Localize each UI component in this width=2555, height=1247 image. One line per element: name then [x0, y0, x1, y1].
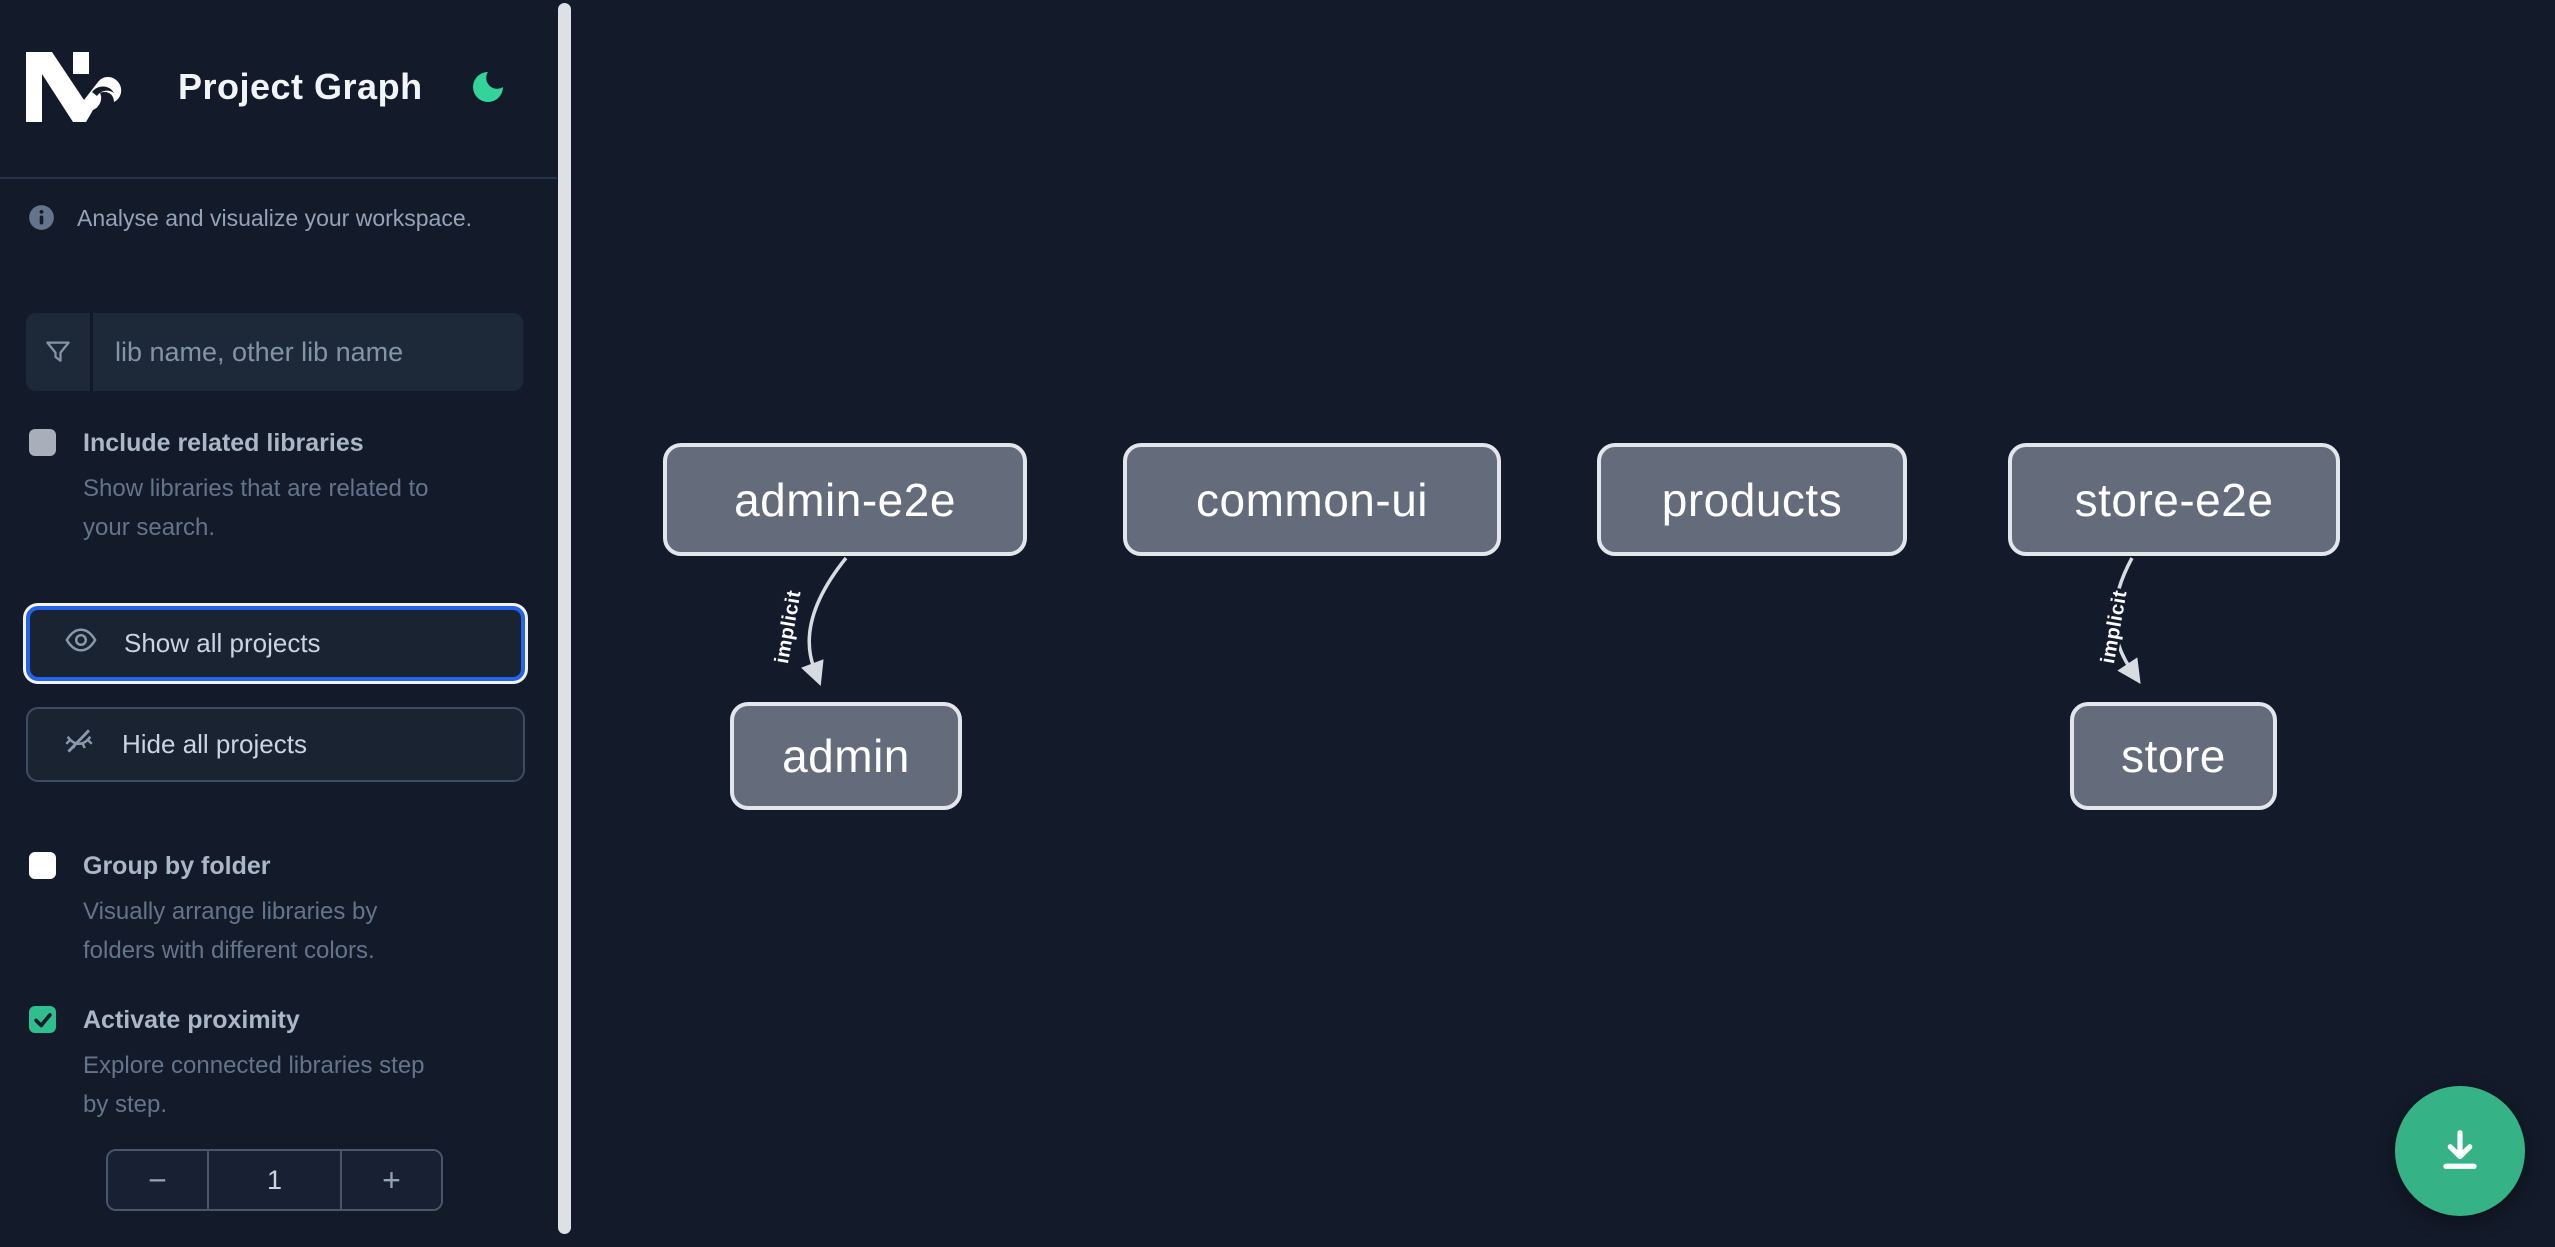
download-icon — [2434, 1124, 2486, 1179]
eye-icon — [64, 623, 98, 664]
nx-logo-icon — [26, 52, 126, 122]
toggle-description: Show libraries that are related to your … — [83, 475, 429, 541]
workspace-info: Analyse and visualize your workspace. — [28, 203, 528, 236]
graph-node-admin-e2e[interactable]: admin-e2e — [663, 443, 1027, 556]
stepper-value: 1 — [207, 1151, 342, 1209]
show-all-projects-button[interactable]: Show all projects — [26, 606, 525, 681]
toggle-activate-proximity: Activate proximity Explore connected lib… — [29, 1006, 529, 1124]
search-box — [26, 313, 523, 391]
graph-node-products[interactable]: products — [1597, 443, 1907, 556]
info-icon — [28, 204, 55, 236]
search-input[interactable] — [93, 313, 523, 391]
graph-node-store-e2e[interactable]: store-e2e — [2008, 443, 2340, 556]
toggle-title: Group by folder — [83, 852, 271, 880]
eye-off-icon — [62, 724, 96, 765]
scrollbar-thumb[interactable] — [558, 3, 571, 1234]
theme-toggle-button[interactable] — [464, 64, 512, 112]
graph-node-admin[interactable]: admin — [730, 702, 962, 810]
graph-node-common-ui[interactable]: common-ui — [1123, 443, 1501, 556]
toggle-description: Visually arrange libraries by folders wi… — [83, 898, 378, 964]
graph-node-store[interactable]: store — [2070, 702, 2277, 810]
moon-icon — [468, 71, 508, 110]
download-graph-button[interactable] — [2395, 1086, 2525, 1216]
graph-canvas[interactable] — [572, 0, 2555, 1247]
include-related-checkbox[interactable] — [29, 429, 56, 456]
hide-all-projects-button[interactable]: Hide all projects — [26, 707, 525, 782]
button-label: Show all projects — [124, 628, 321, 658]
filter-icon — [26, 313, 93, 391]
stepper-decrement-button[interactable]: − — [108, 1151, 207, 1209]
sidebar-header: Project Graph — [0, 0, 557, 179]
info-text: Analyse and visualize your workspace. — [77, 205, 473, 231]
toggle-title: Activate proximity — [83, 1006, 300, 1034]
toggle-group-by-folder: Group by folder Visually arrange librari… — [29, 852, 529, 970]
app-title: Project Graph — [178, 66, 423, 107]
toggle-title: Include related libraries — [83, 429, 364, 457]
activate-proximity-checkbox[interactable] — [29, 1006, 56, 1033]
toggle-description: Explore connected libraries step by step… — [83, 1052, 425, 1118]
sidebar-scrollbar[interactable] — [556, 0, 572, 1247]
group-by-folder-checkbox[interactable] — [29, 852, 56, 879]
check-icon — [33, 1012, 52, 1027]
proximity-stepper: − 1 + — [106, 1149, 443, 1211]
button-label: Hide all projects — [122, 729, 307, 759]
sidebar: Project Graph Analyse and visualize your… — [0, 0, 557, 1247]
toggle-include-related: Include related libraries Show libraries… — [29, 429, 529, 547]
stepper-increment-button[interactable]: + — [342, 1151, 441, 1209]
